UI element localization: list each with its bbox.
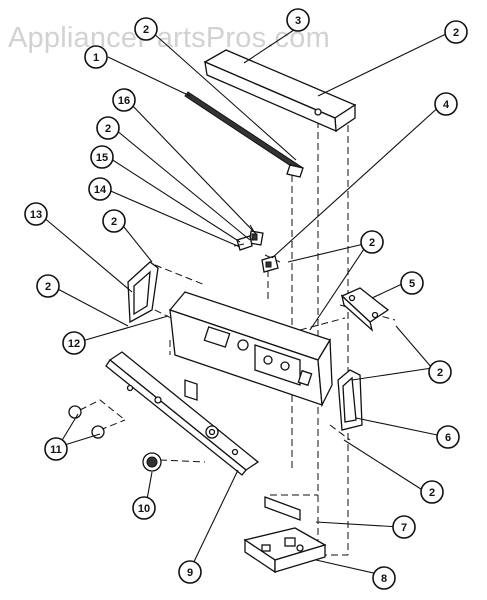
callout-1: 1 (84, 45, 108, 69)
callout-2a: 2 (134, 17, 158, 41)
callout-6: 6 (436, 425, 460, 449)
callout-5: 5 (400, 271, 424, 295)
callout-2f: 2 (36, 274, 60, 298)
callout-label: 5 (409, 278, 415, 290)
callout-label: 6 (445, 432, 451, 444)
callout-label: 9 (187, 567, 193, 579)
part-13-left-end-bracket (127, 261, 159, 324)
callout-label: 7 (401, 522, 407, 534)
callout-2d: 2 (102, 209, 126, 233)
part-12-control-panel (168, 291, 333, 408)
part-7-8-bottom-housing (243, 496, 327, 574)
callout-label: 2 (143, 24, 149, 36)
callout-label: 1 (93, 52, 99, 64)
callout-7: 7 (392, 515, 416, 539)
callout-14: 14 (88, 177, 112, 201)
leader-lines (41, 21, 447, 576)
callout-label: 13 (30, 209, 42, 221)
part-5-bracket-plate (340, 287, 390, 332)
part-11-buttons (68, 405, 105, 439)
watermark: AppliancePartsPros.com (8, 22, 330, 54)
callout-label: 15 (96, 152, 108, 164)
callout-2h: 2 (420, 480, 444, 504)
part-6-right-end-bracket (337, 369, 363, 431)
callout-10: 10 (132, 496, 156, 520)
callout-15: 15 (90, 145, 114, 169)
callout-3: 3 (286, 8, 310, 32)
part-1-rod (184, 91, 304, 178)
callout-8: 8 (372, 566, 396, 590)
callout-label: 10 (138, 503, 150, 515)
callout-label: 2 (437, 367, 443, 379)
callout-4: 4 (434, 92, 458, 116)
callout-label: 2 (105, 123, 111, 135)
callout-label: 11 (50, 444, 62, 456)
callout-label: 14 (94, 184, 107, 196)
part-9-front-panel (105, 351, 260, 476)
callout-2b: 2 (444, 20, 468, 44)
callout-2g: 2 (428, 360, 452, 384)
callout-16: 16 (112, 88, 136, 112)
part-10-knob (142, 452, 162, 472)
part-14-16-switch-cluster (233, 230, 264, 251)
callout-label: 4 (443, 99, 450, 111)
part-3-top-trim (203, 49, 357, 133)
part-4-clip (261, 255, 279, 273)
callout-12: 12 (62, 331, 86, 355)
callout-label: 16 (118, 95, 130, 107)
callout-label: 3 (295, 15, 301, 27)
callout-label: 2 (429, 487, 435, 499)
callout-label: 8 (381, 573, 387, 585)
callout-label: 2 (453, 27, 459, 39)
callout-13: 13 (24, 202, 48, 226)
callout-9: 9 (178, 560, 202, 584)
callout-11: 11 (44, 437, 68, 461)
callout-label: 2 (45, 281, 51, 293)
callout-label: 2 (369, 237, 375, 249)
callout-label: 12 (68, 338, 80, 350)
callout-2e: 2 (360, 230, 384, 254)
callout-label: 2 (111, 216, 117, 228)
callout-2c: 2 (96, 116, 120, 140)
